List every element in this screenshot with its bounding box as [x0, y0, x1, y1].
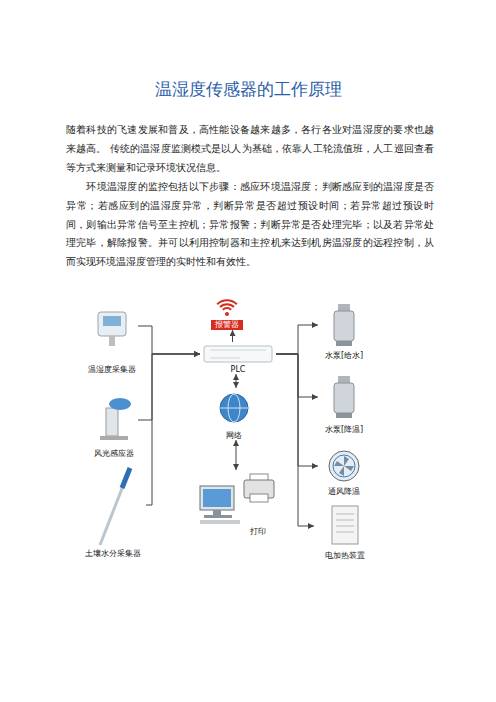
globe-equator: [220, 408, 248, 409]
pump-base: [336, 413, 352, 418]
plc-line: [210, 358, 240, 359]
body-paragraph: 环境温湿度的监控包括以下步骤：感应环境温湿度；判断感应到的温湿度是否异常；若感应…: [66, 178, 434, 272]
globe-icon: [220, 394, 248, 422]
probe-node: 土壤水分采集器: [80, 462, 146, 558]
heater-grille: [336, 526, 354, 527]
pump-icon: [334, 376, 354, 418]
fan-blades: [334, 456, 354, 476]
monitor: [200, 486, 234, 510]
node-label: 温湿度采集器: [86, 365, 138, 374]
collector-screen: [103, 316, 121, 326]
page-title: 温湿度传感器的工作原理: [0, 78, 496, 101]
sensor-base: [100, 436, 128, 440]
sensor-pole: [106, 408, 118, 436]
monitor-stand: [213, 510, 221, 515]
computer-icon: [200, 486, 240, 524]
pump-base: [336, 341, 352, 346]
alarm-wave: [217, 300, 237, 304]
heater-node: 电加热装置: [314, 502, 376, 560]
node-label: 风光感应器: [90, 449, 138, 458]
node-label: 水泵[降温]: [318, 425, 370, 434]
connector-arrow: [232, 330, 233, 342]
plc-node: PLC: [200, 342, 276, 374]
collector-probe: [109, 336, 115, 346]
print-node: 打印: [196, 470, 280, 536]
probe-rod: [100, 468, 130, 545]
node-label: 报警器: [211, 320, 243, 330]
heater-grille: [336, 520, 354, 521]
monitor-base: [204, 515, 232, 518]
soil-probe-icon: [100, 468, 130, 545]
pump-body: [334, 383, 354, 413]
collector-body: [98, 312, 126, 336]
globe: [220, 394, 248, 422]
node-label: PLC: [200, 365, 276, 374]
pump-node: 水泵[给水]: [318, 302, 370, 360]
pump-icon: [334, 304, 354, 346]
plc-body: [204, 346, 272, 362]
printer-icon: [244, 474, 274, 502]
sensor-node: 风光感应器: [90, 392, 138, 458]
body-paragraph: 随着科技的飞速发展和普及，高性能设备越来越多，各行各业对温湿度的要求也越来越高。…: [66, 121, 434, 177]
fan-icon: [329, 451, 359, 481]
pump-node: 水泵[降温]: [318, 374, 370, 434]
sensor-cap: [109, 398, 131, 410]
plc-line: [210, 350, 266, 351]
connector-arrow: [138, 354, 200, 420]
printer-output: [250, 494, 268, 502]
connector-arrow: [236, 440, 237, 470]
heater-grille: [336, 532, 354, 533]
alarm-node: 报警器: [202, 292, 252, 330]
wind-light-icon: [100, 398, 131, 440]
fan-frame: [329, 451, 359, 481]
fan-ring: [333, 455, 355, 477]
alarm-icon: [217, 300, 237, 316]
network-node: 网络: [212, 388, 256, 440]
alarm-dot: [225, 312, 229, 316]
node-label: 土壤水分采集器: [80, 549, 146, 558]
heater-grille: [336, 514, 354, 515]
probe-handle: [122, 468, 130, 488]
heater-icon: [332, 506, 358, 544]
keyboard: [200, 520, 240, 524]
connector-arrow: [146, 354, 200, 505]
connector-arrow: [236, 374, 237, 388]
alarm-wave: [220, 304, 234, 307]
node-label: 打印: [196, 527, 280, 536]
node-label: 电加热装置: [314, 551, 376, 560]
node-label: 网络: [212, 431, 256, 440]
collector-node: 温湿度采集器: [86, 308, 138, 374]
node-label: 通风降温: [318, 487, 370, 496]
node-label: 水泵[给水]: [318, 351, 370, 360]
monitor-screen: [203, 489, 231, 507]
connector-arrow: [276, 354, 318, 466]
fan-node: 通风降温: [318, 448, 370, 496]
heater-body: [332, 506, 358, 544]
connector-arrow: [276, 354, 318, 397]
collector-icon: [98, 312, 126, 346]
plc-icon: [204, 346, 272, 362]
connector-arrow: [276, 325, 318, 354]
pump-body: [334, 311, 354, 341]
alarm-wave: [223, 308, 231, 310]
connector-arrow: [276, 354, 314, 526]
connector-arrow: [138, 326, 200, 354]
